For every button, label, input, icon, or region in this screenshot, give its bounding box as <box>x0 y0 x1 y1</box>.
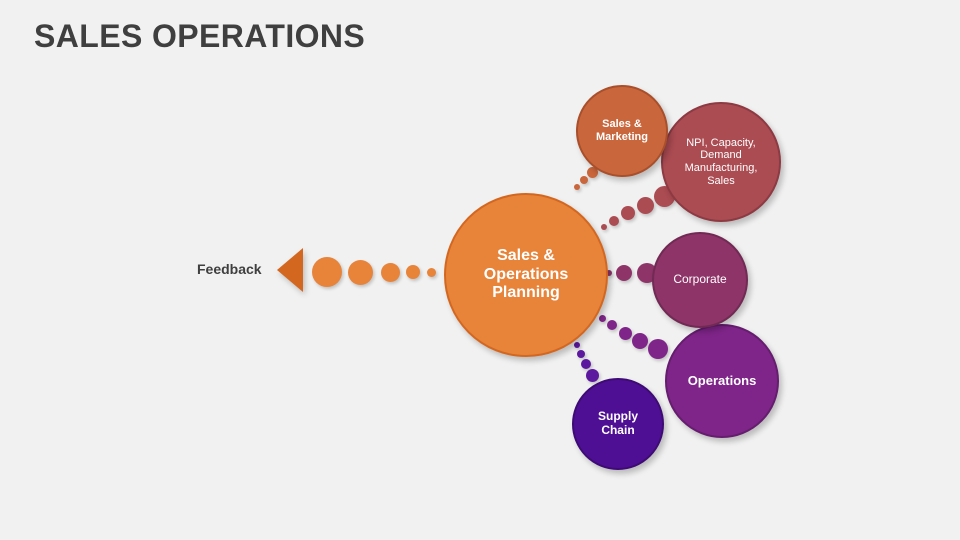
node-hub-label-line2: Operations <box>483 265 569 283</box>
node-operations[interactable]: Operations <box>665 324 779 438</box>
connector-corporate-dot-1 <box>606 270 612 276</box>
connector-supply-chain-dot-3 <box>581 359 591 369</box>
feedback-dot-5 <box>426 267 436 277</box>
node-supply-chain[interactable]: Supply Chain <box>572 378 664 470</box>
node-operations-label: Operations <box>687 373 757 389</box>
line-2: Chain <box>601 423 635 437</box>
node-hub-label-line3: Planning <box>492 284 560 302</box>
feedback-dot-1 <box>312 257 342 287</box>
feedback-dot-3 <box>380 262 400 282</box>
line-2: Demand <box>700 149 742 162</box>
connector-operations-dot-1 <box>598 314 606 322</box>
feedback-label: Feedback <box>197 261 262 277</box>
node-sales-marketing[interactable]: Sales & Marketing <box>576 85 668 177</box>
connector-supply-chain-dot-2 <box>577 350 585 358</box>
line-1: NPI, Capacity, <box>686 136 756 149</box>
connector-npi-dot-3 <box>621 206 635 220</box>
connector-sales-marketing-dot-2 <box>580 176 588 184</box>
connector-corporate-dot-2 <box>616 265 632 281</box>
line-3: Manufacturing, <box>684 162 758 174</box>
connector-sales-marketing-dot-1 <box>574 184 580 190</box>
node-supply-chain-label: Supply Chain <box>592 409 644 438</box>
node-corporate-label: Corporate <box>673 272 727 287</box>
line-4: Sales <box>707 174 735 187</box>
node-sales-operations-planning[interactable]: Sales & Operations Planning <box>444 193 608 357</box>
line-2: Marketing <box>596 131 648 143</box>
node-npi-label: NPI, Capacity, Demand Manufacturing, Sal… <box>679 137 764 188</box>
line-1: Sales & <box>602 118 642 131</box>
feedback-dot-4 <box>406 265 420 279</box>
page-title: SALES OPERATIONS <box>34 18 366 54</box>
node-npi-capacity-demand[interactable]: NPI, Capacity, Demand Manufacturing, Sal… <box>661 102 781 222</box>
connector-operations-dot-2 <box>607 320 617 330</box>
node-corporate[interactable]: Corporate <box>652 232 748 328</box>
connector-npi-dot-1 <box>601 224 607 230</box>
feedback-arrow-icon <box>277 248 303 292</box>
connector-npi-dot-4 <box>636 196 654 214</box>
connector-operations-dot-5 <box>648 339 668 359</box>
connector-operations-dot-3 <box>618 326 632 340</box>
connector-supply-chain-dot-1 <box>574 342 580 348</box>
node-hub-label-line1: Sales & <box>497 247 555 265</box>
line-1: Supply <box>597 409 638 424</box>
node-hub-label: Sales & Operations Planning <box>478 247 574 303</box>
connector-operations-dot-4 <box>632 333 648 349</box>
connector-sales-marketing-dot-3 <box>586 166 598 178</box>
node-sales-marketing-label: Sales & Marketing <box>590 118 654 144</box>
feedback-dot-2 <box>347 259 373 285</box>
connector-supply-chain-dot-4 <box>585 368 599 382</box>
connector-npi-dot-2 <box>609 216 619 226</box>
